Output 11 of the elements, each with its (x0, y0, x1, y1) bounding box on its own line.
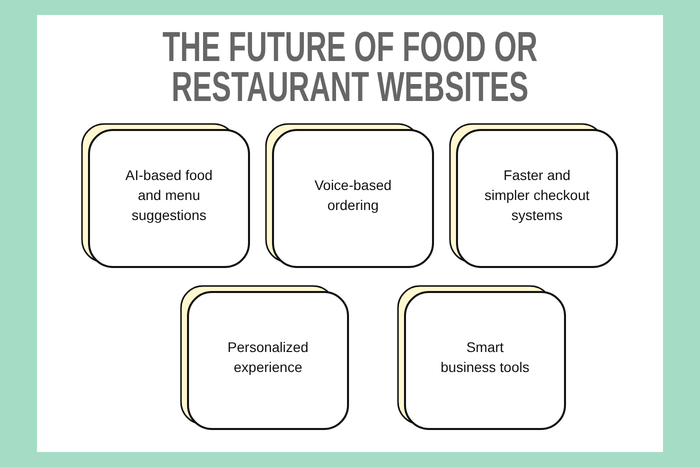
stacked-card (265, 123, 435, 269)
card-text: Voice-based ordering (313, 176, 393, 214)
stacked-card (81, 123, 251, 269)
title: THE FUTURE OF FOOD OR RESTAURANT WEBSITES (161, 27, 539, 107)
card-text: AI-based food and menu suggestions (124, 166, 214, 224)
stacked-card (397, 285, 567, 431)
card-text: Smart business tools (440, 338, 530, 376)
stacked-card (180, 285, 350, 431)
card-text: Faster and simpler checkout systems (483, 166, 591, 224)
stacked-card (449, 123, 619, 269)
card-text: Personalized experience (226, 338, 310, 376)
